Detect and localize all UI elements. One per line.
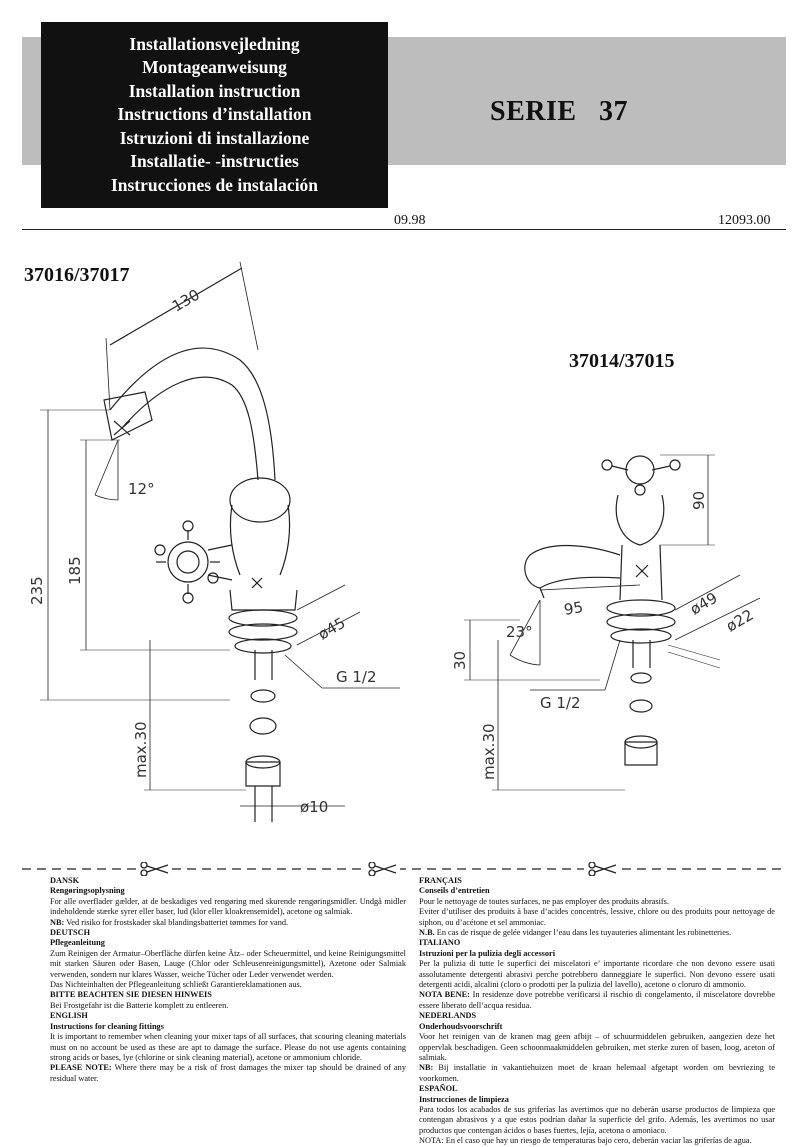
- dim-left-spout-height: 185: [66, 556, 84, 585]
- title-english: Installation instruction: [128, 80, 301, 101]
- text-dutch: Voor het reinigen van de kranen mag geen…: [419, 1032, 775, 1062]
- note-label-danish: NB:: [50, 917, 65, 927]
- heading-english: Instructions for cleaning fittings: [50, 1021, 164, 1031]
- dim-left-thread: G 1/2: [336, 668, 377, 686]
- dim-right-base-diameter: ø49: [687, 589, 720, 619]
- lang-italian: ITALIANO: [419, 938, 461, 948]
- text-spanish: Para todos los acabados de sus griferías…: [419, 1104, 775, 1135]
- cut-line: [22, 862, 786, 876]
- note-dutch: NB: Bij installatie in vakantiehuizen mo…: [419, 1063, 775, 1084]
- header-rule: [22, 229, 786, 230]
- note-label-french: N.B.: [419, 928, 435, 938]
- note-label-english: PLEASE NOTE:: [50, 1063, 112, 1073]
- dim-left-total-height: 235: [28, 576, 46, 605]
- note-italian: NOTA BENE: In residenze dove potrebbe ve…: [419, 990, 775, 1011]
- text2-german: Das Nichteinhalten der Pflegeanleitung s…: [50, 980, 302, 990]
- note-spanish: NOTA: En el caso que hay un riesgo de te…: [419, 1136, 752, 1146]
- title-french: Instructions d’installation: [117, 104, 312, 125]
- title-german: Montageanweisung: [142, 57, 287, 78]
- title-box: Installationsvejledning Montageanweisung…: [41, 22, 388, 208]
- note-text-danish: Ved risiko for frostskader skal blanding…: [64, 917, 289, 927]
- dim-right-inner-diameter: ø22: [723, 606, 756, 636]
- note-text-french: En cas de risque de gelée vidanger l’eau…: [434, 928, 732, 938]
- scissors-icon: [364, 862, 400, 876]
- dim-left-reach: 130: [169, 286, 203, 316]
- note-label-dutch: NB:: [419, 1063, 434, 1073]
- dim-left-nut-diameter: ø45: [315, 614, 348, 644]
- note-label-german: BITTE BEACHTEN SIE DIESEN HINWEIS: [50, 990, 212, 1000]
- lang-english: ENGLISH: [50, 1011, 88, 1021]
- title-italian: Istruzioni di installazione: [119, 127, 310, 148]
- lang-dutch: NEDERLANDS: [419, 1011, 477, 1021]
- doc-number: 12093.00: [718, 213, 771, 228]
- dim-left-angle: 12°: [128, 480, 155, 498]
- heading-french: Conseils d’entretien: [419, 886, 490, 896]
- lang-spanish: ESPAÑOL: [419, 1084, 458, 1094]
- text-italian: Per la pulizia di tutte le superfici dei…: [419, 959, 775, 990]
- text-english: It is important to remember when cleanin…: [50, 1032, 406, 1062]
- left-tap-drawing: 130 12° 235 185 max.30 ø45 G 1/2 ø10: [28, 261, 400, 822]
- text-danish: For alle overflader gælder, at de beskad…: [50, 896, 406, 917]
- scissors-icon: [584, 862, 620, 876]
- title-danish: Installationsvejledning: [129, 33, 300, 54]
- note-english: PLEASE NOTE: Where there may be a risk o…: [50, 1063, 406, 1084]
- dim-right-height: 90: [690, 491, 708, 510]
- dim-right-reach: 95: [563, 598, 585, 619]
- care-column-left: DANSK Rengøringsoplysning For alle overf…: [50, 876, 406, 1084]
- technical-drawing: 130 12° 235 185 max.30 ø45 G 1/2 ø10: [28, 261, 761, 822]
- text2-french: Eviter d’utiliser des produits à base d’…: [419, 907, 775, 927]
- note-text-dutch: Bij installatie in vakantiehuizen moet d…: [419, 1063, 775, 1083]
- model-number-right: 37014/37015: [569, 350, 675, 372]
- title-dutch: Installatie- -instructies: [130, 151, 299, 172]
- note-text-english: Where there may be a risk of frost damag…: [50, 1063, 406, 1083]
- dim-right-base-height: 30: [451, 651, 469, 670]
- dim-right-thread: G 1/2: [540, 694, 581, 712]
- series-title: SERIE 37: [490, 96, 629, 127]
- note-danish: NB: Ved risiko for frostskader skal blan…: [50, 918, 406, 928]
- text-french: Pour le nettoyage de toutes surfaces, ne…: [419, 896, 669, 906]
- text-german: Zum Reinigen der Armatur–Oberfläche dürf…: [50, 948, 406, 979]
- doc-date: 09.98: [394, 213, 426, 228]
- care-column-right: FRANÇAIS Conseils d’entretien Pour le ne…: [419, 876, 775, 1147]
- right-tap-drawing: 90 95 23° ø49 ø22 30 G 1/2 max.30: [451, 454, 761, 791]
- dim-right-angle: 23°: [506, 623, 533, 641]
- heading-spanish: Instrucciones de limpieza: [419, 1094, 509, 1104]
- lang-german: DEUTSCH: [50, 928, 91, 938]
- note-french: N.B. En cas de risque de gelée vidanger …: [419, 928, 775, 938]
- note-text-german: Bei Frostgefahr ist die Batterie komplet…: [50, 1000, 229, 1010]
- dim-right-max: max.30: [480, 723, 498, 780]
- heading-danish: Rengøringsoplysning: [50, 886, 125, 896]
- scissors-icon: [136, 862, 172, 876]
- heading-german: Pflegeanleitung: [50, 938, 105, 948]
- dim-left-pipe-diameter: ø10: [300, 798, 328, 816]
- lang-french: FRANÇAIS: [419, 876, 462, 885]
- lang-danish: DANSK: [50, 876, 80, 885]
- heading-italian: Istruzioni per la pulizia degli accessor…: [419, 948, 556, 958]
- note-label-italian: NOTA BENE:: [419, 990, 470, 1000]
- model-number-left: 37016/37017: [24, 264, 130, 286]
- note-text-italian: In residenze dove potrebbe verificarsi i…: [419, 990, 776, 1010]
- title-spanish: Instrucciones de instalación: [110, 174, 319, 195]
- heading-dutch: Onderhoudsvoorschrift: [419, 1021, 503, 1031]
- dim-left-max: max.30: [132, 721, 150, 778]
